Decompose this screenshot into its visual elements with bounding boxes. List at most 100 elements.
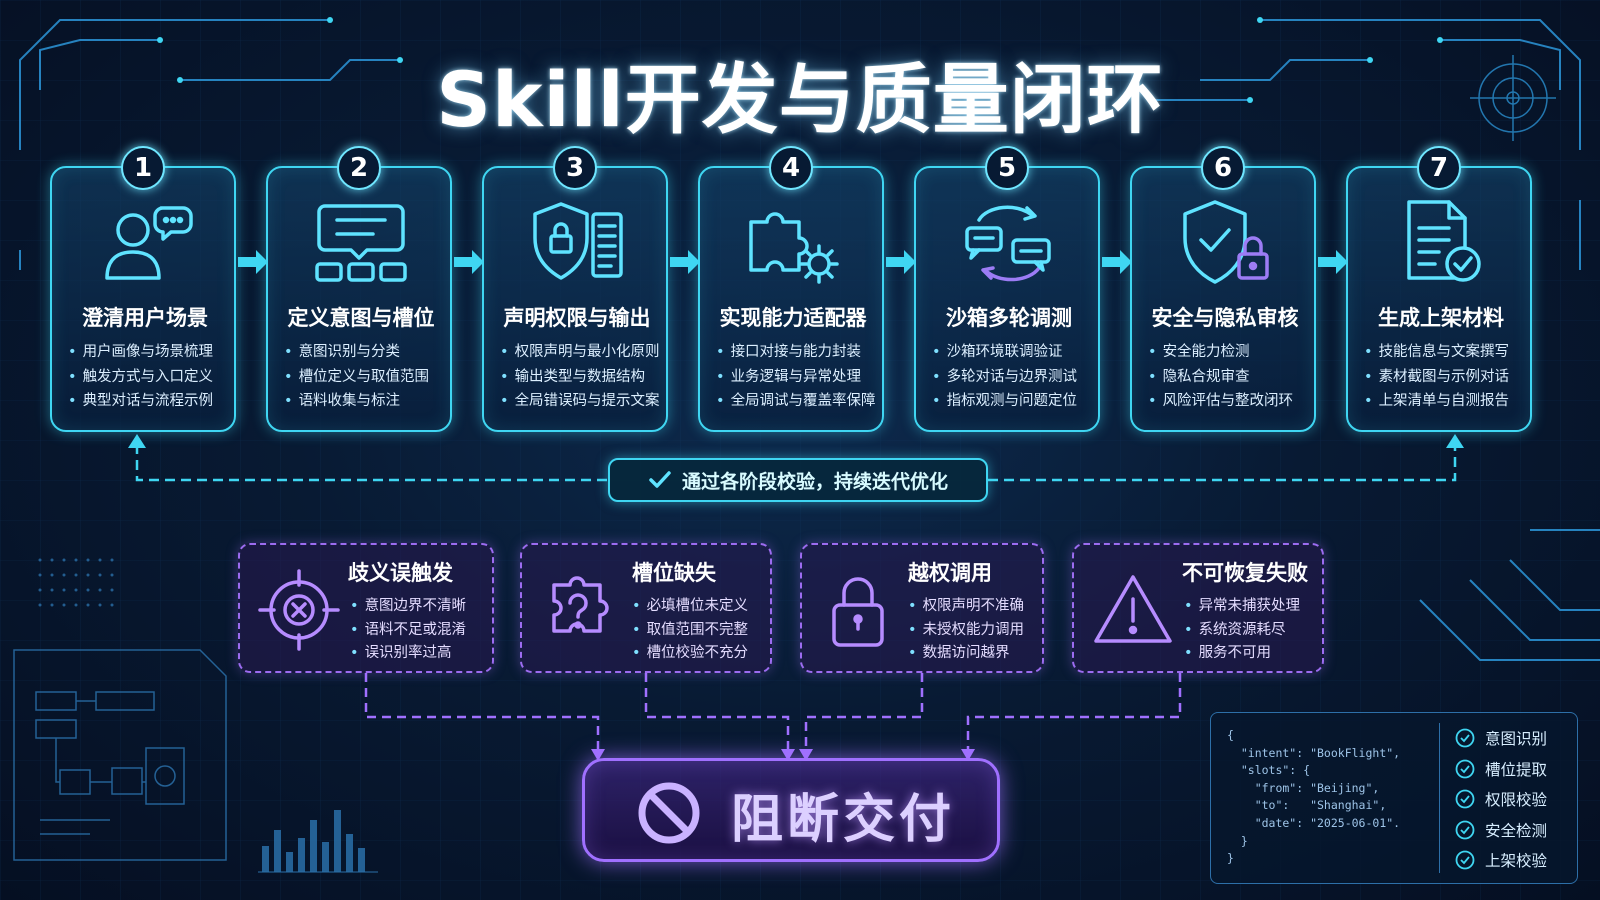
risk-item-list: 异常未捕获处理 系统资源耗尽 服务不可用 — [1184, 595, 1301, 666]
step-item: 素材截图与示例对话 — [1364, 365, 1530, 390]
step-item-list: 意图识别与分类 槽位定义与取值范围 语料收集与标注 — [284, 340, 450, 414]
step-item: 沙箱环境联调验证 — [932, 340, 1098, 365]
step-number: 5 — [985, 146, 1029, 190]
step-item-list: 权限声明与最小化原则 输出类型与数据结构 全局错误码与提示文案 — [500, 340, 666, 414]
shield-lock-document-icon — [533, 202, 623, 280]
check-icon — [649, 471, 671, 488]
check-list: 意图识别 槽位提取 权限校验 安全检测 上架校验 — [1455, 723, 1547, 876]
risk-item: 必填槽位未定义 — [632, 595, 749, 619]
step-title: 定义意图与槽位 — [287, 306, 435, 330]
step-title: 声明权限与输出 — [503, 306, 651, 330]
risk-item: 异常未捕获处理 — [1184, 595, 1301, 619]
step-item: 触发方式与入口定义 — [68, 365, 234, 390]
risk-card-privilege: 越权调用 权限声明不准确 未授权能力调用 数据访问越界 — [800, 543, 1044, 673]
flow-arrow-icon — [1102, 250, 1132, 274]
step-item: 典型对话与流程示例 — [68, 389, 234, 414]
step-item: 全局调试与覆盖率保障 — [716, 389, 882, 414]
risk-title: 越权调用 — [908, 561, 992, 585]
step-card-7: 7 生成上架材料 技能信息与文案撰写 素材截图与示例对话 上架清单与自测报告 — [1346, 146, 1532, 432]
check-row: 意图识别 — [1455, 723, 1547, 754]
circle-check-icon — [1455, 789, 1475, 809]
circle-check-icon — [1455, 759, 1475, 779]
step-card-2: 2 定义意图与槽位 意图识别与分类 槽位定义与取值范围 语料收集与标注 — [266, 146, 452, 432]
risk-item: 服务不可用 — [1184, 642, 1300, 666]
warning-triangle-icon — [1094, 575, 1172, 643]
step-title: 安全与隐私审核 — [1151, 306, 1299, 330]
step-number: 4 — [769, 146, 813, 190]
block-delivery-panel: 阻断交付 — [582, 758, 1000, 862]
flow-arrow-icon — [670, 250, 700, 274]
risk-card-unrecoverable: 不可恢复失败 异常未捕获处理 系统资源耗尽 服务不可用 — [1072, 543, 1324, 673]
circle-check-icon — [1455, 820, 1475, 840]
step-number: 2 — [337, 146, 381, 190]
risk-item: 意图边界不清晰 — [350, 595, 467, 619]
risk-item: 系统资源耗尽 — [1184, 619, 1300, 643]
chat-slots-icon — [315, 204, 407, 282]
step-title: 实现能力适配器 — [719, 306, 867, 330]
shield-check-lock-icon — [1183, 200, 1269, 284]
risk-item: 未授权能力调用 — [908, 619, 1025, 643]
check-label: 意图识别 — [1485, 730, 1548, 749]
risk-item-list: 意图边界不清晰 语料不足或混淆 误识别率过高 — [350, 595, 467, 666]
risk-card-missing-slot: 槽位缺失 必填槽位未定义 取值范围不完整 槽位校验不充分 — [520, 543, 772, 673]
flow-arrow-icon — [886, 250, 916, 274]
step-item: 全局错误码与提示文案 — [500, 389, 666, 414]
risk-item: 槽位校验不充分 — [632, 642, 749, 666]
step-title: 沙箱多轮调测 — [946, 306, 1072, 330]
step-item: 用户画像与场景梳理 — [68, 340, 234, 365]
step-number: 6 — [1201, 146, 1245, 190]
prohibited-icon — [638, 782, 700, 844]
step-item-list: 用户画像与场景梳理 触发方式与入口定义 典型对话与流程示例 — [68, 340, 234, 414]
flow-arrow-icon — [238, 250, 268, 274]
check-row: 上架校验 — [1455, 845, 1547, 876]
step-item: 意图识别与分类 — [284, 340, 450, 365]
step-item: 风险评估与整改闭环 — [1148, 389, 1314, 414]
risk-item: 数据访问越界 — [908, 642, 1024, 666]
step-card-6: 6 安全与隐私审核 安全能力检测 隐私合规审查 风险评估与整改闭环 — [1130, 146, 1316, 432]
chat-cycle-icon — [965, 205, 1051, 282]
step-item: 输出类型与数据结构 — [500, 365, 666, 390]
step-item: 业务逻辑与异常处理 — [716, 365, 882, 390]
step-card-5: 5 沙箱多轮调测 沙箱环境联调验证 多轮对话与边界测试 指标观测与问题定位 — [914, 146, 1100, 432]
risk-item: 语料不足或混淆 — [350, 619, 467, 643]
circle-check-icon — [1455, 728, 1475, 748]
step-item: 安全能力检测 — [1148, 340, 1314, 365]
loop-label-text: 通过各阶段校验，持续迭代优化 — [681, 470, 948, 493]
check-row: 槽位提取 — [1455, 754, 1547, 785]
risk-item: 误识别率过高 — [350, 642, 466, 666]
step-item: 多轮对话与边界测试 — [932, 365, 1098, 390]
risk-item-list: 必填槽位未定义 取值范围不完整 槽位校验不充分 — [632, 595, 749, 666]
flow-arrow-icon — [1318, 250, 1348, 274]
risk-item-list: 权限声明不准确 未授权能力调用 数据访问越界 — [908, 595, 1025, 666]
step-item: 槽位定义与取值范围 — [284, 365, 450, 390]
step-number: 7 — [1417, 146, 1461, 190]
loop-label-badge: 通过各阶段校验，持续迭代优化 — [608, 458, 988, 502]
step-item-list: 接口对接与能力封装 业务逻辑与异常处理 全局调试与覆盖率保障 — [716, 340, 882, 414]
step-number: 3 — [553, 146, 597, 190]
padlock-icon — [832, 577, 884, 647]
step-card-4: 4 实现能力适配器 接口对接与能力封装 业务逻辑与异常处理 全局调试与覆盖率保障 — [698, 146, 884, 432]
step-item: 语料收集与标注 — [284, 389, 450, 414]
check-label: 安全检测 — [1485, 821, 1548, 840]
check-row: 安全检测 — [1455, 815, 1547, 846]
step-card-3: 3 声明权限与输出 权限声明与最小化原则 输出类型与数据结构 全局错误码与提示文… — [482, 146, 668, 432]
step-item: 上架清单与自测报告 — [1364, 389, 1530, 414]
step-item-list: 沙箱环境联调验证 多轮对话与边界测试 指标观测与问题定位 — [932, 340, 1098, 414]
panel-divider — [1439, 723, 1440, 873]
feedback-loop-connector — [128, 434, 1464, 482]
step-item: 技能信息与文案撰写 — [1364, 340, 1530, 365]
user-chat-icon — [105, 206, 193, 280]
block-delivery-label: 阻断交付 — [731, 790, 956, 850]
step-item: 权限声明与最小化原则 — [500, 340, 666, 365]
check-row: 权限校验 — [1455, 784, 1547, 815]
step-item: 指标观测与问题定位 — [932, 389, 1098, 414]
check-label: 槽位提取 — [1485, 760, 1548, 779]
step-number: 1 — [121, 146, 165, 190]
risk-title: 歧义误触发 — [348, 561, 453, 585]
risk-to-block-connector — [364, 673, 1182, 761]
check-label: 上架校验 — [1485, 852, 1548, 871]
circle-check-icon — [1455, 850, 1475, 870]
step-item-list: 技能信息与文案撰写 素材截图与示例对话 上架清单与自测报告 — [1364, 340, 1530, 414]
crosshair-x-icon — [258, 569, 340, 651]
step-title: 澄清用户场景 — [82, 306, 208, 330]
